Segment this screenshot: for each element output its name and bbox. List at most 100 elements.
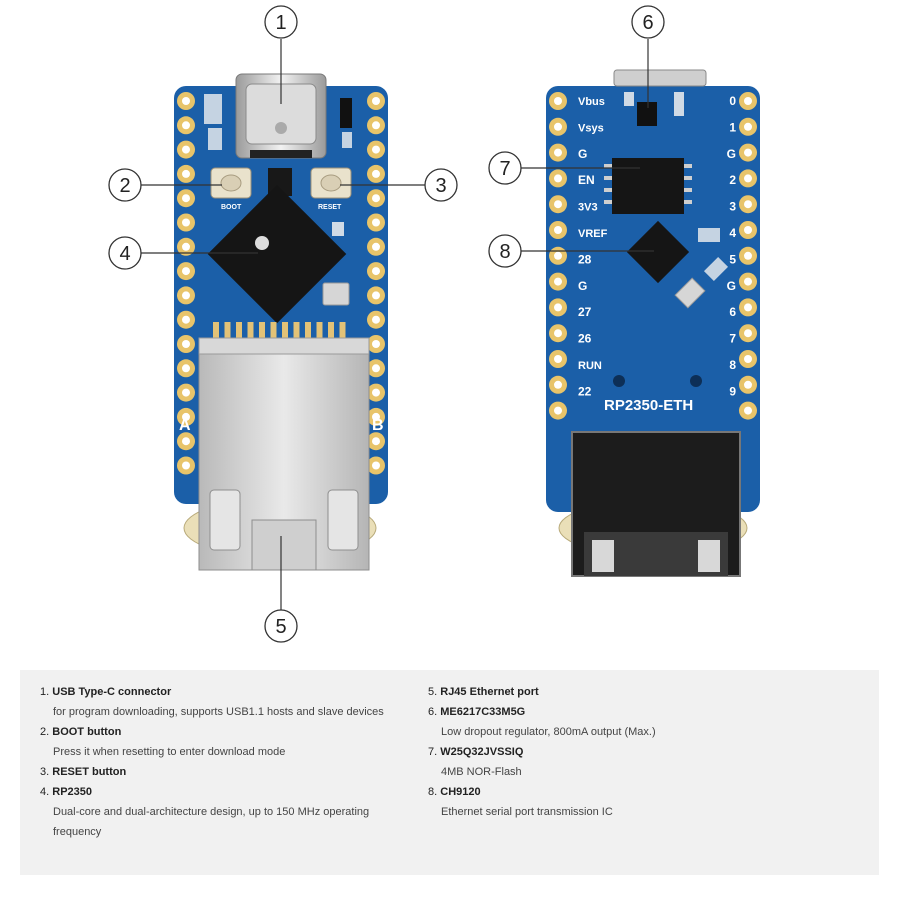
boot-silk-label: BOOT (221, 204, 242, 211)
pin-pad (367, 262, 385, 281)
back-left-pin-label: 27 (578, 305, 592, 319)
callout-8: 8 (488, 234, 522, 268)
pin-pad (549, 143, 567, 162)
side-b-label: B (372, 417, 384, 434)
callout-2-number: 2 (119, 175, 130, 197)
reset-button (310, 167, 352, 199)
pin-pad (549, 375, 567, 394)
back-left-pin-label: 22 (578, 384, 592, 398)
callout-6: 6 (631, 5, 665, 39)
back-left-pin-label: RUN (578, 360, 602, 372)
pin-pad (739, 221, 757, 239)
callout-3: 3 (424, 168, 458, 202)
callout-8-number: 8 (499, 241, 510, 263)
pin-pad (739, 195, 757, 214)
contact-finger (224, 322, 231, 338)
back-right-pin-label: 9 (729, 384, 736, 398)
legend-item-4-desc: Dual-core and dual-architecture design, … (53, 806, 370, 818)
legend-item-2: 2. BOOT button Press it when resetting t… (40, 722, 420, 762)
pin-pad (549, 246, 567, 265)
pin-pad (367, 213, 385, 232)
callout-lines (141, 39, 654, 610)
pin-pad (549, 350, 567, 368)
pin-pad (739, 92, 757, 110)
boot-button (210, 167, 252, 199)
pin-pad (739, 324, 757, 343)
nor-flash-chip (604, 158, 692, 214)
pin-pad (739, 169, 757, 188)
pin-pad (549, 195, 567, 214)
legend-item-8-title: 8. CH9120 (428, 786, 481, 798)
pin-pad (549, 298, 567, 317)
pin-pad (177, 432, 195, 451)
legend-item-8: 8. CH9120 Ethernet serial port transmiss… (428, 782, 868, 822)
reset-silk-label: RESET (318, 204, 342, 211)
legend-item-4-title: 4. RP2350 (40, 786, 93, 798)
pin-pad (367, 116, 385, 135)
callout-1-number: 1 (275, 12, 286, 34)
legend-column-left: 1. USB Type-C connector for program down… (40, 682, 420, 842)
pin-pad (367, 140, 385, 159)
legend-panel: 1. USB Type-C connector for program down… (20, 670, 879, 875)
pin-pad (367, 456, 385, 475)
contact-finger (316, 322, 323, 338)
legend-item-5-title: 5. RJ45 Ethernet port (428, 686, 539, 698)
legend-item-8-desc: Ethernet serial port transmission IC (441, 806, 613, 818)
callout-markers: 1 2 3 4 5 6 7 8 (108, 5, 665, 643)
back-right-pin-label: 1 (729, 120, 736, 134)
pin-pad (177, 164, 195, 183)
back-pcb (546, 86, 760, 512)
legend-item-7: 7. W25Q32JVSSIQ 4MB NOR-Flash (428, 742, 868, 782)
pin-pad (549, 324, 567, 343)
back-left-pin-label: 3V3 (578, 202, 598, 214)
contact-finger (282, 322, 288, 338)
rj45-contact-fingers (213, 322, 346, 338)
legend-item-6-title: 6. ME6217C33M5G (428, 706, 526, 718)
callout-2: 2 (108, 168, 142, 202)
back-left-pin-label: G (578, 147, 587, 161)
callout-5-number: 5 (275, 616, 286, 638)
callout-7-number: 7 (499, 158, 510, 180)
side-a-label: A (179, 417, 191, 434)
back-right-pin-label: G (727, 147, 736, 161)
contact-finger (339, 322, 346, 338)
board-name-silk: RP2350-ETH (604, 397, 693, 414)
pin-pad (177, 140, 195, 159)
back-left-pin-label: EN (578, 173, 595, 187)
legend-item-1: 1. USB Type-C connector for program down… (40, 682, 420, 722)
back-right-pin-label: 2 (729, 173, 736, 187)
legend-item-6: 6. ME6217C33M5G Low dropout regulator, 8… (428, 702, 868, 742)
callout-7: 7 (488, 151, 522, 185)
pin-pad (367, 383, 385, 402)
rj45-back-view (571, 431, 741, 577)
callout-6-number: 6 (642, 12, 653, 34)
back-right-pin-label: 0 (729, 94, 736, 108)
legend-item-2-title: 2. BOOT button (40, 726, 122, 738)
pin-pad (177, 286, 195, 305)
back-right-pin-label: G (727, 279, 736, 293)
pin-pad (367, 286, 385, 305)
pin-pad (177, 213, 195, 232)
contact-finger (236, 322, 242, 338)
contact-finger (247, 322, 254, 338)
pin-pad (739, 246, 757, 265)
legend-item-2-desc: Press it when resetting to enter downloa… (53, 746, 286, 758)
pin-pad (177, 310, 195, 329)
pin-pad (549, 401, 567, 420)
ch9120-chip (626, 220, 690, 284)
board-diagram: BOOT RESET A B VbusVsysGEN3V3VREF28G2726… (108, 5, 760, 643)
regulator-chip (624, 92, 684, 126)
pin-pad (177, 116, 195, 135)
pin-pad (177, 189, 195, 208)
pin-pad (739, 401, 757, 420)
pin-pad (549, 221, 567, 239)
pin-pad (367, 92, 385, 110)
pin-pad (177, 383, 195, 402)
back-left-pin-label: G (578, 279, 587, 293)
pin-pad (739, 272, 757, 291)
contact-finger (293, 322, 300, 338)
legend-item-1-desc: for program downloading, supports USB1.1… (53, 706, 384, 718)
legend-item-7-desc: 4MB NOR-Flash (441, 766, 522, 778)
